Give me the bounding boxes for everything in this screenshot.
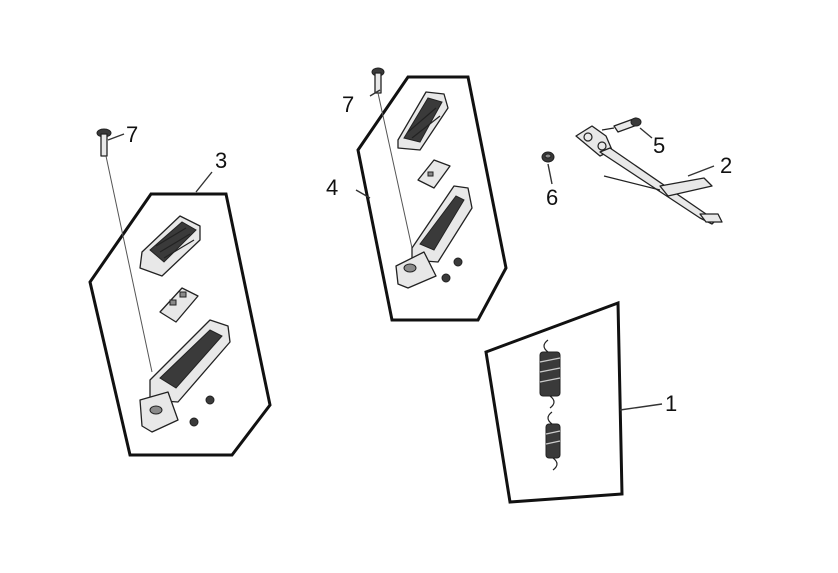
callout-6: 6	[546, 185, 559, 210]
assembly-axis-right	[377, 92, 413, 249]
side-stand	[575, 125, 723, 225]
group-frame-3	[88, 192, 272, 457]
callout-3: 3	[215, 148, 228, 173]
spring-lower	[545, 411, 561, 471]
bolt-7-left	[96, 128, 112, 157]
bolt-7-right	[371, 67, 385, 94]
springs-group	[484, 300, 663, 504]
footrest-rubber-right	[397, 91, 449, 151]
leader-2	[687, 165, 715, 177]
leader-3	[195, 171, 213, 193]
right-footrest-group	[355, 67, 508, 322]
callout-7-left: 7	[126, 122, 139, 147]
leader-7-left	[107, 133, 125, 141]
side-stand-nut-6	[541, 151, 555, 163]
footrest-plate-left	[159, 287, 199, 323]
callout-4: 4	[326, 175, 339, 200]
footrest-plate-right	[417, 159, 451, 189]
callout-2: 2	[720, 153, 733, 178]
leader-4	[355, 189, 371, 199]
leader-7-right	[369, 89, 381, 97]
side-stand-bolt-5	[601, 117, 642, 133]
group-frame-1	[484, 300, 624, 504]
group-frame-4	[356, 75, 508, 322]
leader-6	[547, 163, 553, 185]
assembly-axis-left	[105, 155, 153, 373]
footrest-body-left	[139, 319, 231, 433]
callout-7-right: 7	[342, 92, 355, 117]
leader-5	[639, 127, 653, 139]
callout-5: 5	[653, 133, 666, 158]
callout-1: 1	[665, 391, 678, 416]
footrest-rubber-left	[139, 215, 201, 277]
left-footrest-group	[88, 128, 272, 457]
spring-upper	[539, 339, 561, 409]
footrest-body-right	[395, 185, 473, 289]
leader-1	[619, 403, 663, 411]
